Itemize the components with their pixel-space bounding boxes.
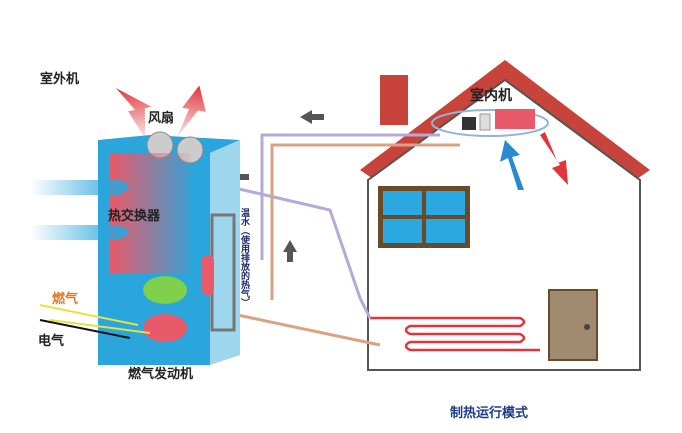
- indoor-unit-motor: [462, 117, 476, 130]
- gas-engine: [143, 314, 187, 342]
- outdoor-unit-label: 室外机: [40, 72, 80, 87]
- power-line: [39, 319, 131, 339]
- air-in-arrow: [30, 225, 130, 240]
- flow-arrow-left: [300, 110, 324, 124]
- air-in-arrow: [30, 180, 130, 195]
- generator: [143, 276, 187, 304]
- door: [548, 289, 598, 361]
- electricity-label: 电气: [38, 334, 65, 349]
- exhaust-arrow: [176, 85, 206, 138]
- return-air-arrow: [500, 140, 524, 190]
- warm-water-label: 温水（使用排放的热气）: [239, 208, 249, 307]
- gas-label: 燃气: [52, 292, 79, 307]
- gas-engine-label: 燃气发动机: [128, 367, 194, 382]
- fan-label: 风扇: [148, 111, 175, 126]
- window-pane: [383, 191, 422, 215]
- indoor-unit-box: [495, 109, 535, 129]
- mode-caption: 制热运行模式: [450, 406, 529, 421]
- chimney: [380, 75, 408, 125]
- house: [360, 60, 650, 371]
- outdoor-unit: [30, 85, 240, 365]
- flow-arrow-up: [283, 240, 297, 262]
- exhaust-arrow: [115, 87, 152, 139]
- heat-exchanger-label: 热交换器: [108, 209, 161, 224]
- heat-exchanger: [110, 153, 190, 273]
- warm-air-arrow: [540, 132, 568, 185]
- indoor-unit-highlight: [431, 109, 549, 137]
- indoor-unit-label: 室内机: [470, 88, 512, 104]
- floor-heating-coil: [370, 316, 540, 352]
